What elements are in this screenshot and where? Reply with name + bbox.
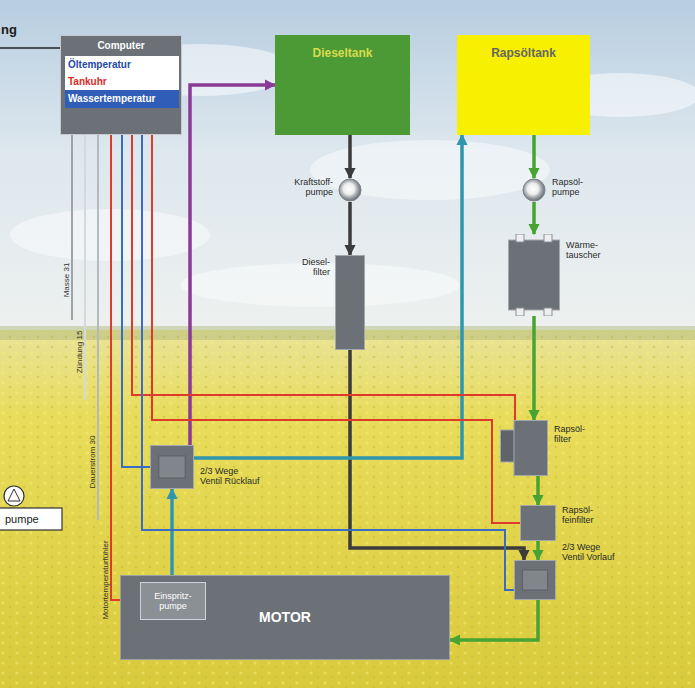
fuel-line bbox=[170, 489, 174, 582]
filter-box bbox=[521, 506, 556, 541]
node-text: Dieseltank bbox=[312, 47, 372, 61]
part-label: Rapsöl- pumpe bbox=[552, 177, 592, 198]
node-text: Rapsöltank bbox=[491, 47, 556, 61]
cropped-box bbox=[0, 508, 62, 530]
filter-box bbox=[336, 256, 365, 350]
heat-exchanger bbox=[516, 234, 524, 242]
pump-symbol bbox=[339, 179, 361, 201]
node-text: MOTOR bbox=[259, 609, 311, 625]
motor-box: MOTOR Einspritz- pumpe bbox=[120, 575, 450, 660]
wire-label: Zündung 15 bbox=[74, 331, 83, 374]
signal-wire bbox=[152, 135, 520, 523]
power-wire bbox=[97, 135, 99, 520]
warning-symbol bbox=[8, 489, 20, 501]
part-label: Diesel- filter bbox=[294, 257, 330, 278]
valve-box bbox=[159, 456, 185, 478]
display-row: Öltemperatur bbox=[65, 56, 179, 74]
valve-box bbox=[150, 445, 194, 489]
node-text: Computer bbox=[97, 40, 144, 52]
filter-box: Rapsöl- filter bbox=[500, 420, 548, 476]
heat-exchanger bbox=[509, 240, 560, 310]
node-text: Öltemperatur bbox=[68, 59, 131, 71]
fuel-line bbox=[536, 476, 540, 505]
filter-box bbox=[335, 255, 365, 350]
display-row: Wassertemperatur bbox=[65, 90, 179, 108]
cropped-text: ng bbox=[1, 23, 17, 38]
wire-label: Dauerstrom 30 bbox=[87, 436, 96, 489]
fuel-line bbox=[348, 135, 352, 178]
heat-exchanger bbox=[544, 234, 552, 242]
cloud bbox=[310, 140, 550, 200]
fuel-line bbox=[348, 202, 352, 255]
fuel-line bbox=[532, 316, 536, 420]
fuel-line bbox=[450, 600, 538, 640]
filter-box bbox=[520, 505, 556, 541]
pump-symbol bbox=[523, 179, 545, 201]
fuel-line bbox=[532, 202, 536, 234]
wire-label: Motortemperaturfühler bbox=[100, 540, 109, 619]
fuel-line bbox=[194, 135, 462, 458]
valve-box bbox=[514, 560, 556, 600]
wire-label: Masse 31 bbox=[61, 263, 70, 298]
cropped-text: pumpe bbox=[5, 513, 39, 526]
node-text: Wassertemperatur bbox=[68, 93, 155, 105]
heat-exchanger: Wärme- tauscher bbox=[508, 234, 560, 316]
node-text: Einspritz- pumpe bbox=[144, 591, 202, 612]
pump-symbol bbox=[338, 178, 362, 202]
signal-wire bbox=[122, 135, 150, 467]
fuel-line bbox=[350, 350, 524, 560]
valve-box: 2/3 Wege Ventil Rücklauf bbox=[150, 445, 194, 489]
part-label: Wärme- tauscher bbox=[566, 240, 608, 261]
valve-box bbox=[522, 570, 547, 590]
signal-wire bbox=[142, 135, 514, 590]
part-label: Rapsöl- filter bbox=[554, 424, 592, 445]
ground-wire bbox=[71, 135, 73, 320]
heat-exchanger bbox=[508, 234, 560, 316]
filter-box: Rapsöl- feinfilter bbox=[520, 505, 556, 541]
fuel-line bbox=[536, 541, 540, 560]
pump-symbol: Rapsöl- pumpe bbox=[522, 178, 546, 202]
pump-symbol bbox=[522, 178, 546, 202]
filter-box bbox=[500, 420, 548, 476]
heat-exchanger bbox=[516, 308, 524, 316]
tank-box: Dieseltank bbox=[275, 35, 410, 135]
rapeseed-field bbox=[0, 330, 695, 688]
filter-box bbox=[514, 421, 548, 476]
pump-box: Einspritz- pumpe bbox=[140, 582, 206, 620]
part-label: Rapsöl- feinfilter bbox=[562, 505, 606, 526]
field-texture bbox=[0, 330, 695, 688]
ignition-wire bbox=[84, 135, 86, 400]
part-label: 2/3 Wege Ventil Vorlauf bbox=[562, 542, 624, 563]
computer-box: ComputerÖltemperaturTankuhrWassertempera… bbox=[60, 35, 182, 135]
fuel-line bbox=[532, 135, 536, 178]
fuel-line bbox=[190, 85, 275, 445]
signal-wire bbox=[132, 135, 515, 420]
rule-line bbox=[0, 47, 62, 49]
tank-box: Rapsöltank bbox=[457, 35, 590, 135]
valve-box bbox=[515, 561, 556, 600]
filter-box: Diesel- filter bbox=[335, 255, 365, 350]
valve-box: 2/3 Wege Ventil Vorlauf bbox=[514, 560, 556, 600]
pump-symbol: Kraftstoff- pumpe bbox=[338, 178, 362, 202]
part-label: 2/3 Wege Ventil Rücklauf bbox=[200, 466, 262, 487]
signal-wire bbox=[111, 135, 140, 600]
part-label: Kraftstoff- pumpe bbox=[285, 177, 333, 198]
node-text: Tankuhr bbox=[68, 76, 107, 88]
display-row: Tankuhr bbox=[65, 73, 179, 91]
heat-exchanger bbox=[544, 308, 552, 316]
warning-symbol bbox=[4, 486, 24, 506]
valve-box bbox=[151, 446, 194, 489]
